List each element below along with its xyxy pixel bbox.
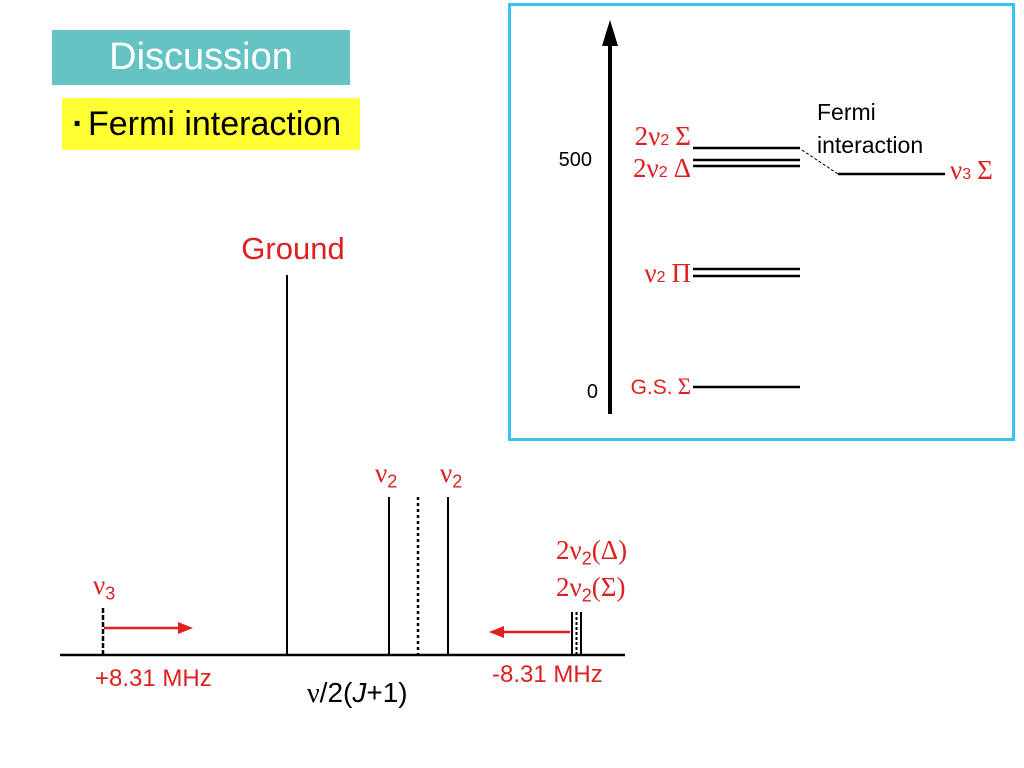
v2-label-symbol: ν <box>440 458 453 488</box>
level-label-main: ν <box>950 155 963 185</box>
level-label-term: Δ <box>673 153 691 183</box>
v2-label-subscript: 2 <box>387 471 398 492</box>
energy-tick-0: 0 <box>586 381 598 403</box>
level-label-term: Σ <box>677 374 691 399</box>
energy-level-diagram-frame <box>508 3 1015 441</box>
ground-label: Ground <box>241 231 345 266</box>
two-v2-delta-label: 2ν2(Δ) <box>556 535 628 569</box>
level-label-subscript: 2 <box>656 269 666 286</box>
v3-label: ν3 <box>93 570 116 604</box>
two-v2-label-main: 2ν <box>556 572 582 602</box>
energy-tick-500: 500 <box>558 149 592 171</box>
level-label-term: Σ <box>977 155 993 185</box>
two-v2-label-term: (Σ) <box>591 572 626 602</box>
negative-shift-label: -8.31 MHz <box>492 661 603 688</box>
frequency-axis-label: ν/2(J+1) <box>307 679 408 708</box>
level-label-main: 2ν <box>633 153 659 183</box>
level-label-main: ν <box>644 258 657 288</box>
level-label-main: 2ν <box>634 121 661 151</box>
axis-label-divisor: /2( <box>319 677 353 708</box>
axis-label-j: J <box>352 677 367 708</box>
fermi-interaction-annotation: Fermi interaction <box>817 99 924 158</box>
level-label-term: Π <box>671 258 692 288</box>
bullet-item: ·Fermi interaction <box>62 98 360 150</box>
level-label-main: G.S. <box>630 376 673 399</box>
two-v2-label-subscript: 2 <box>581 548 592 569</box>
level-label-term: Σ <box>675 121 691 151</box>
v2-label-symbol: ν <box>375 458 388 488</box>
axis-label-end: +1) <box>366 677 408 708</box>
bullet-text: Fermi interaction <box>88 105 342 143</box>
two-v2-sigma-label: 2ν2(Σ) <box>556 572 626 606</box>
v2-label-right: ν2 <box>440 458 463 492</box>
v2-label-left: ν2 <box>375 458 398 492</box>
v3-label-symbol: ν <box>93 570 106 600</box>
positive-shift-label: +8.31 MHz <box>95 665 212 692</box>
level-label-ground-sigma: G.S.Σ <box>631 372 691 399</box>
bullet-dot: · <box>72 105 84 143</box>
axis-label-nu: ν <box>307 678 320 709</box>
v2-label-subscript: 2 <box>452 471 463 492</box>
level-label-subscript: 2 <box>660 132 670 149</box>
two-v2-shift-arrowhead <box>489 626 504 638</box>
two-v2-label-subscript: 2 <box>581 585 592 606</box>
level-label-subscript: 3 <box>962 166 972 183</box>
two-v2-label-main: 2ν <box>556 535 582 565</box>
level-label-subscript: 2 <box>658 164 668 181</box>
v3-shift-arrowhead <box>178 622 193 634</box>
slide-title: Discussion <box>52 30 350 85</box>
v3-label-subscript: 3 <box>105 583 116 604</box>
two-v2-label-term: (Δ) <box>591 535 628 565</box>
